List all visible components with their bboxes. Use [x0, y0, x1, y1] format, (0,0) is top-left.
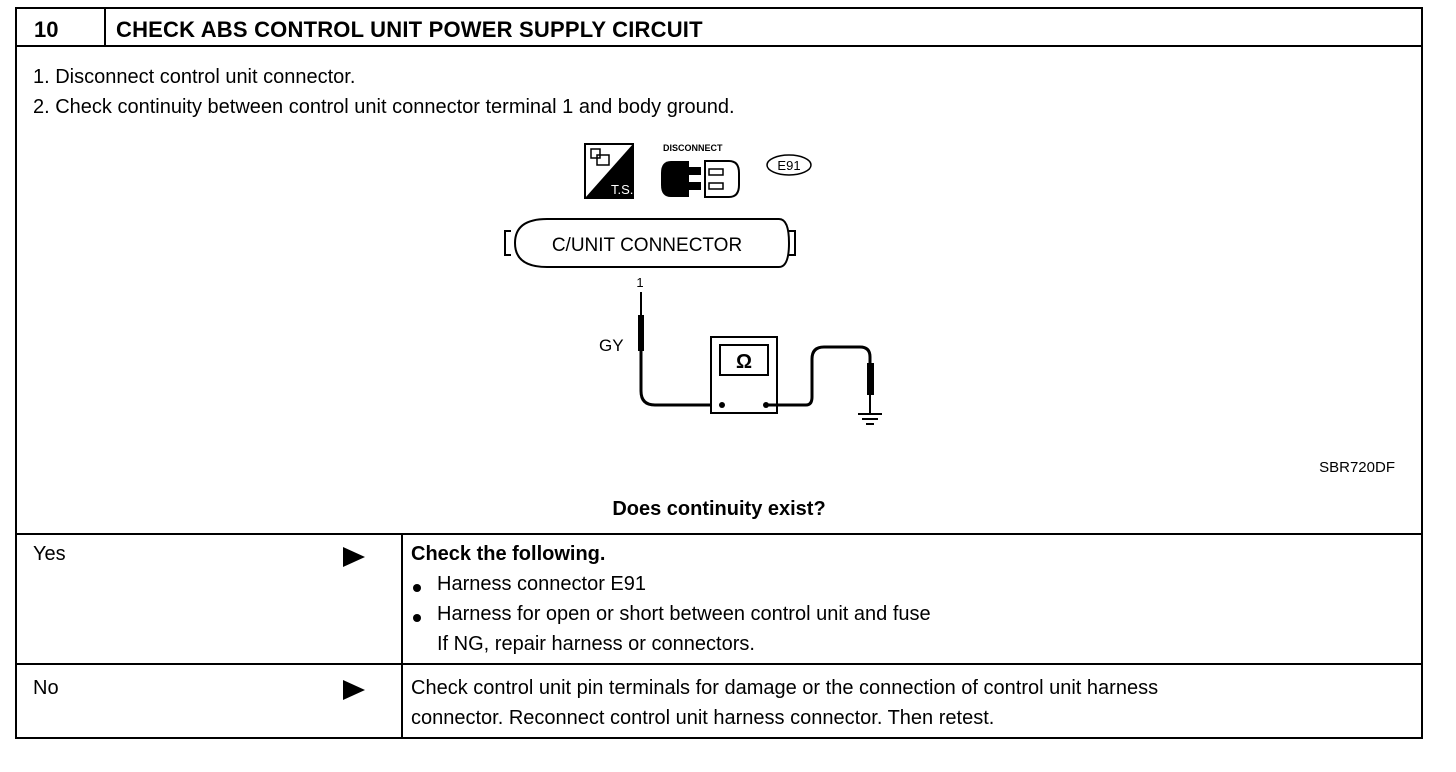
yes-bullet-1: Harness connector E91: [437, 573, 647, 595]
question-rule: [17, 533, 1421, 535]
answer-divider: [401, 533, 403, 739]
ts-label: T.S.: [611, 182, 633, 197]
test-lead-wire: GY: [599, 292, 725, 407]
answer-yes-label: Yes: [33, 543, 66, 565]
bullet-icon: [413, 614, 421, 622]
connector-id-badge: E91: [766, 154, 812, 176]
connector-label: C/UNIT CONNECTOR: [552, 235, 742, 256]
step-number: 10: [34, 17, 59, 42]
header-rule: [17, 45, 1421, 47]
yes-note: If NG, repair harness or connectors.: [437, 633, 755, 655]
yes-arrow-icon: [343, 547, 365, 567]
connector-id: E91: [777, 158, 800, 173]
c-unit-connector: C/UNIT CONNECTOR 1: [504, 218, 796, 290]
figure-code: SBR720DF: [1319, 459, 1395, 476]
bullet-icon: [413, 584, 421, 592]
meter-symbol: Ω: [736, 351, 752, 373]
answers-rule: [17, 663, 1421, 665]
terminal-number: 1: [636, 275, 643, 290]
instruction-2: 2. Check continuity between control unit…: [33, 96, 735, 118]
answer-no-label: No: [33, 677, 59, 699]
step-title: CHECK ABS CONTROL UNIT POWER SUPPLY CIRC…: [116, 17, 703, 42]
ohmmeter-icon: Ω: [710, 336, 778, 414]
no-action-line-1: Check control unit pin terminals for dam…: [411, 677, 1159, 699]
instruction-1: 1. Disconnect control unit connector.: [33, 66, 356, 88]
question: Does continuity exist?: [612, 498, 826, 520]
no-arrow-icon: [343, 680, 365, 700]
disconnect-connector-icon: DISCONNECT: [661, 143, 740, 198]
tester-ts-icon: T.S.: [584, 143, 634, 199]
diagnostic-step-table: 10 CHECK ABS CONTROL UNIT POWER SUPPLY C…: [15, 7, 1423, 739]
yes-heading: Check the following.: [411, 543, 606, 565]
no-action-line-2: connector. Reconnect control unit harnes…: [411, 707, 995, 729]
wire-color: GY: [599, 336, 624, 355]
disconnect-label: DISCONNECT: [663, 143, 723, 153]
header-divider: [104, 9, 106, 45]
ground-lead-wire: [766, 345, 874, 413]
yes-bullet-2: Harness for open or short between contro…: [437, 603, 931, 625]
ground-icon: [858, 413, 882, 425]
continuity-check-diagram: T.S. DISCONNECT E91 C/UNIT CONNECTOR 1: [504, 143, 882, 425]
